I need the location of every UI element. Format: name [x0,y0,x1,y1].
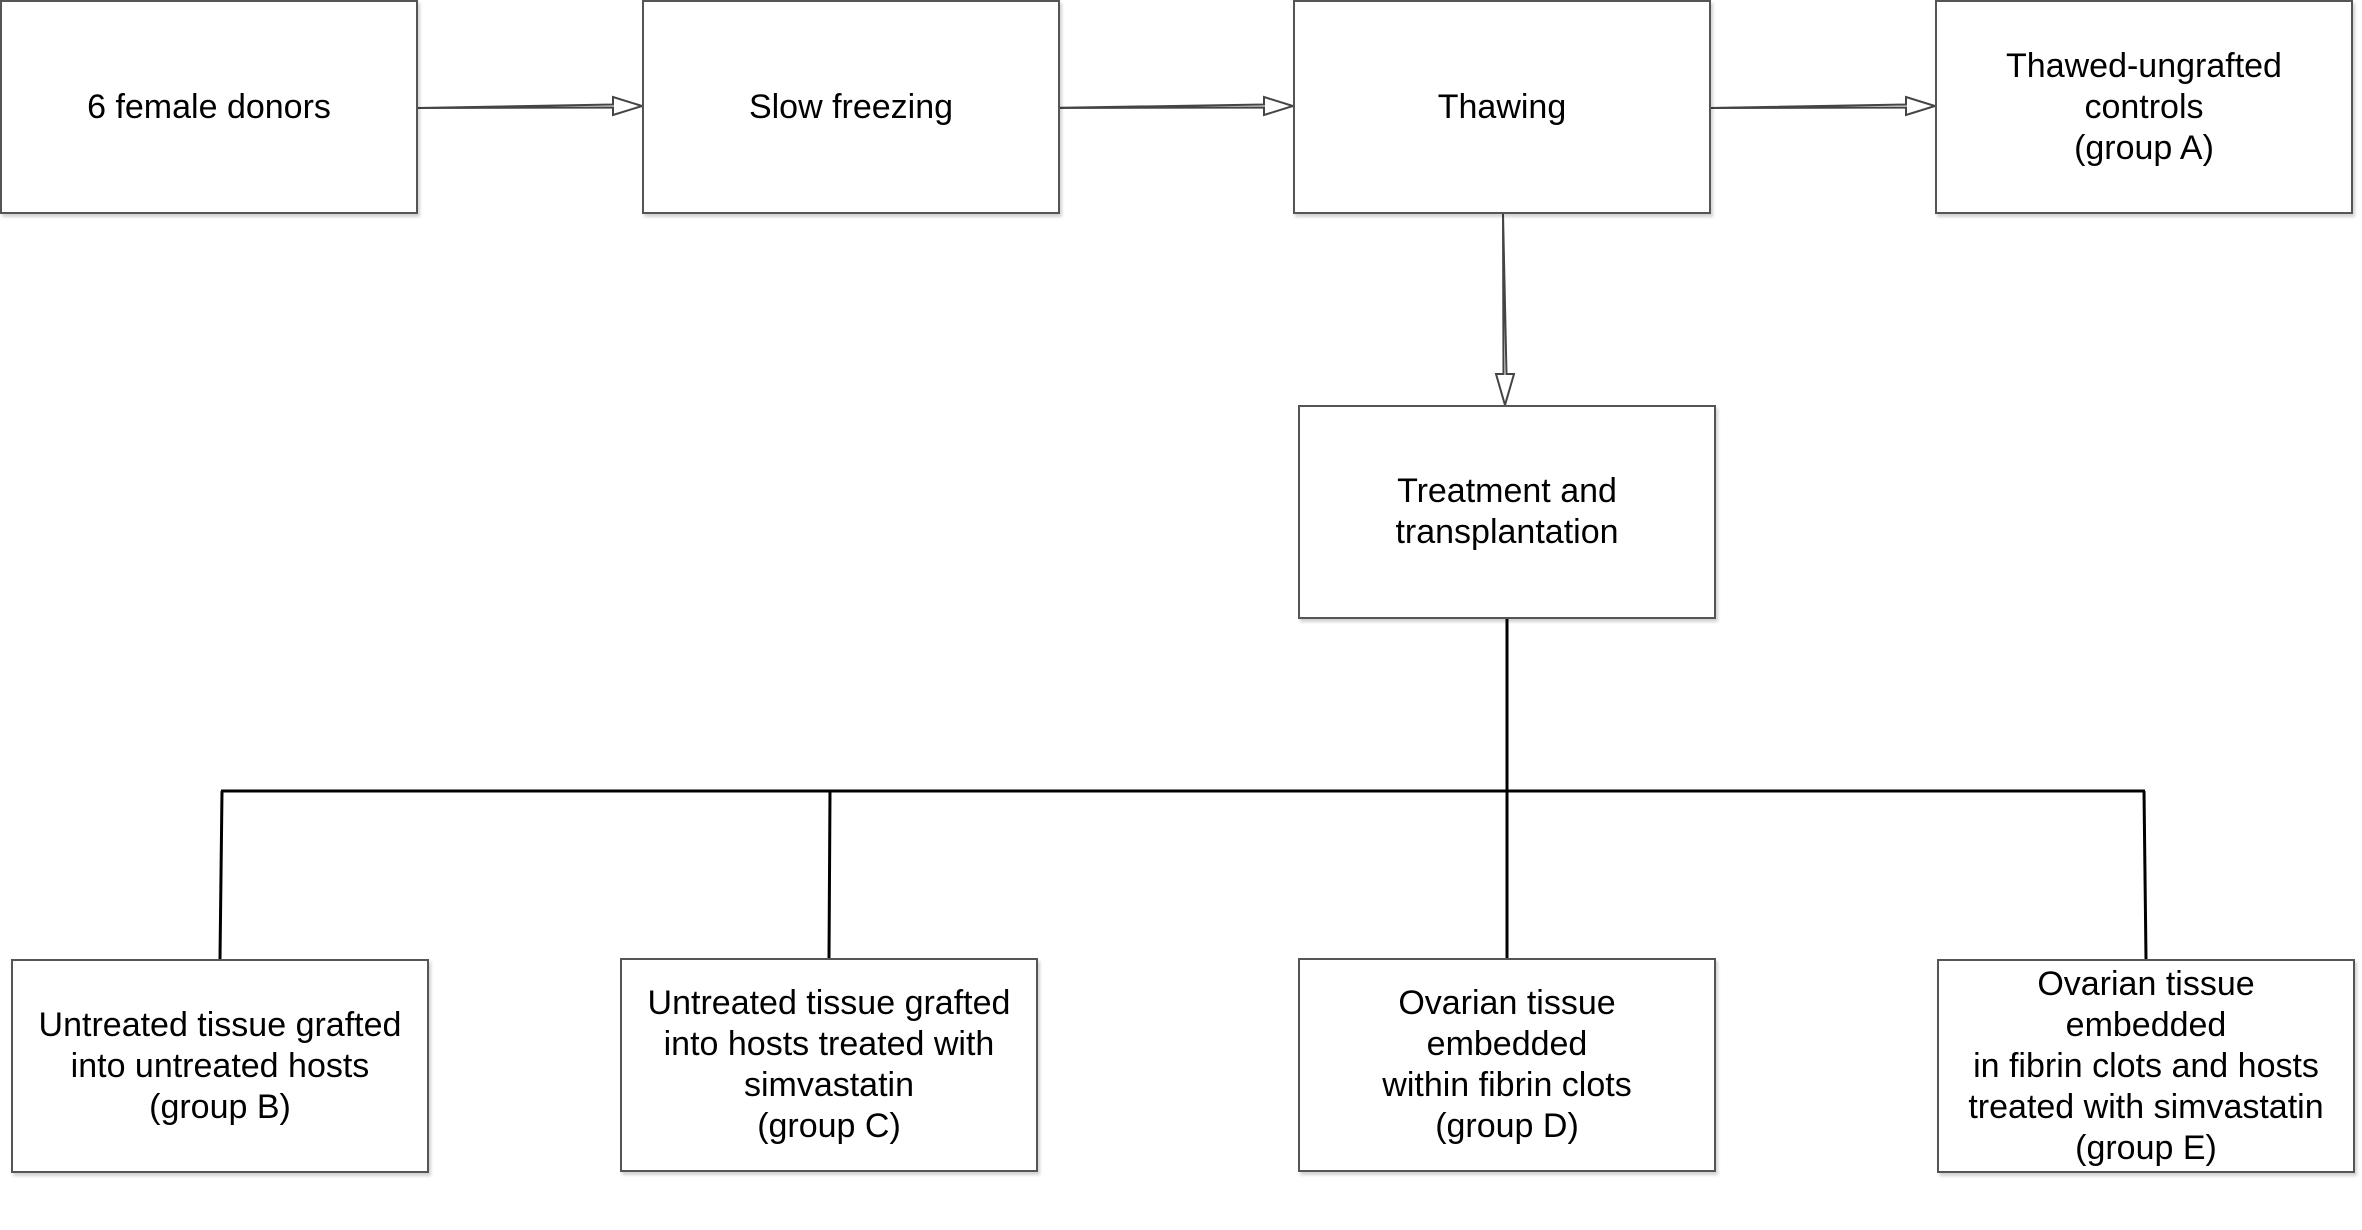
label-line: 6 female donors [87,87,331,126]
label-line: in fibrin clots and hosts [1973,1046,2319,1085]
label-line: Treatment and [1397,472,1617,510]
label-line: (group C) [757,1107,901,1145]
label-line: Ovarian tissue embedded [2037,964,2255,1044]
label-line: Untreated tissue grafted [38,1005,402,1044]
node-donors-label: 6 female donors [87,87,331,128]
tree-connectors [218,619,2148,960]
label-line: controls [2084,87,2204,126]
label-line: treated with simvastatin [1968,1087,2324,1126]
label-line: Slow freezing [748,87,954,126]
label-line: into hosts treated with [663,1025,995,1063]
label-line: into untreated hosts [70,1046,370,1085]
node-slow-freezing: Slow freezing [642,0,1060,214]
node-donors: 6 female donors [0,0,418,214]
arrow-slow-freezing-to-thawing [1046,95,1297,117]
label-line: Ovarian tissue embedded [1398,984,1616,1063]
label-line: transplantation [1395,513,1619,551]
node-thawing: Thawing [1293,0,1711,214]
label-line: simvastatin [743,1066,915,1104]
arrow-donors-to-slow-freezing [417,95,646,117]
node-thawing-label: Thawing [1438,87,1567,128]
arrow-thawing-to-group-a [1710,95,1939,117]
label-line: (group A) [2074,128,2214,167]
label-line: Thawing [1437,87,1567,126]
tree-branch-group-e [2142,790,2148,960]
tree-branch-group-c [827,790,832,959]
label-line: Thawed-ungrafted [2006,46,2282,85]
label-line: (group B) [149,1087,291,1126]
node-slow-freezing-label: Slow freezing [749,87,953,128]
label-line: Untreated tissue grafted [647,984,1011,1022]
label-line: (group E) [2075,1128,2217,1167]
tree-branch-group-b [218,790,224,960]
label-line: within fibrin clots [1382,1066,1632,1104]
arrow-thawing-to-treatment [1494,213,1516,409]
label-line: (group D) [1435,1107,1579,1145]
